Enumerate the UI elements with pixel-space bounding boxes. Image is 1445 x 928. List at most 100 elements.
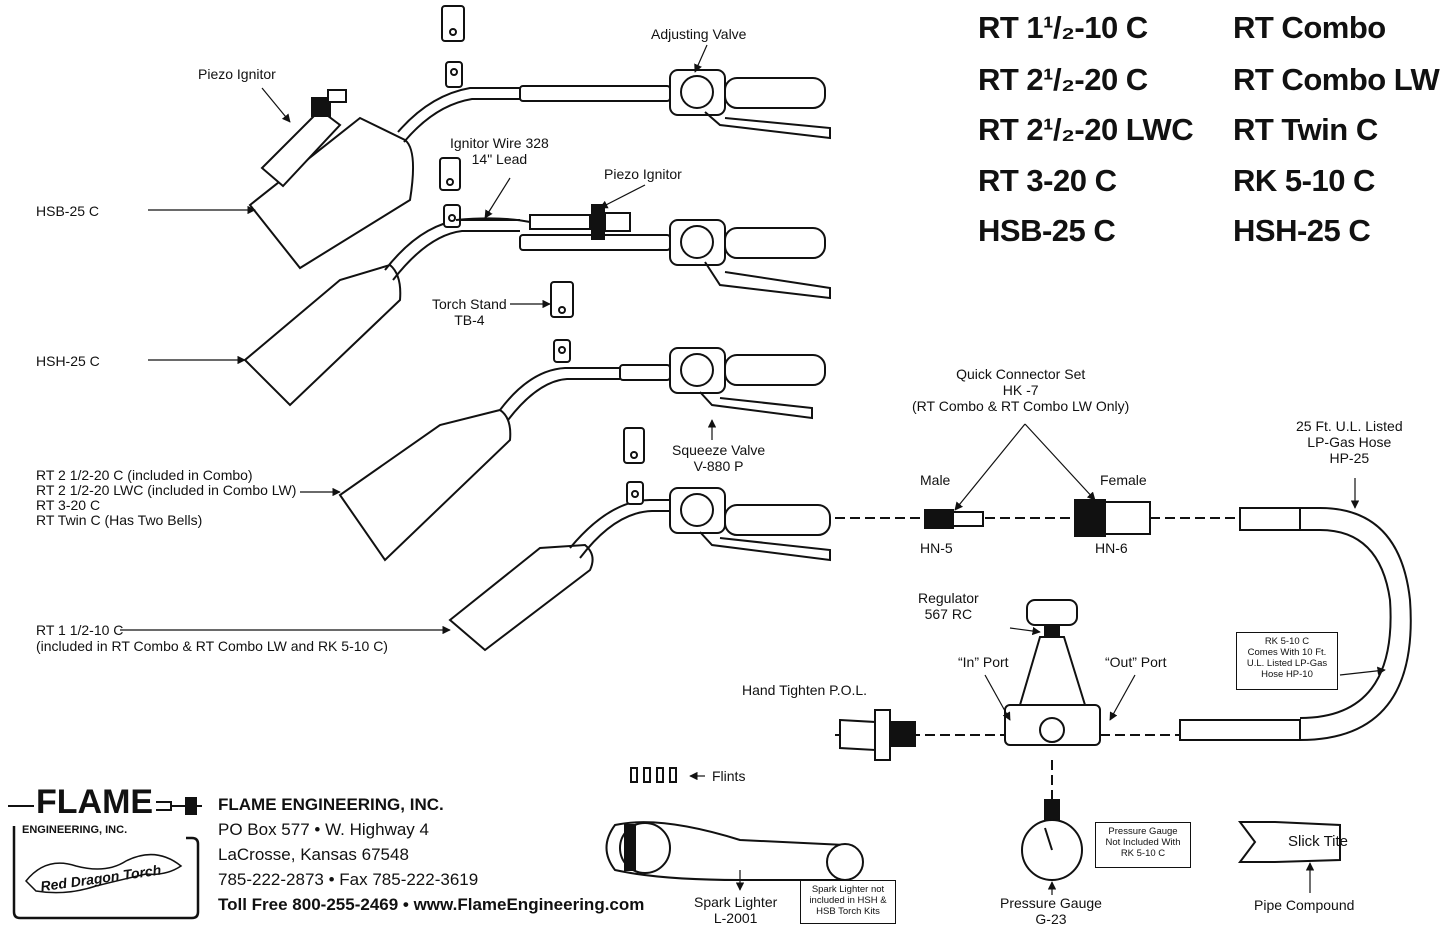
regulator-567rc: [1004, 599, 1101, 746]
company-info: FLAME ENGINEERING, INC. PO Box 577 • W. …: [218, 792, 644, 917]
label-spark-lighter-line1: Spark Lighter: [694, 894, 778, 910]
label-flints: Flints: [712, 768, 746, 784]
note-pressure-gauge: Pressure Gauge Not Included With RK 5-10…: [1095, 822, 1191, 868]
squeeze-lever-hsb: [704, 111, 831, 140]
label-lp-gas-hose: 25 Ft. U.L. Listed LP-Gas Hose HP-25: [1296, 418, 1403, 466]
model-rt-combo: RT Combo: [1233, 10, 1386, 45]
label-hn6: HN-6: [1095, 540, 1128, 556]
company-address-1: PO Box 577 • W. Highway 4: [218, 820, 429, 839]
label-rt-group-line1: RT 2 1/2-20 C (included in Combo): [36, 467, 253, 483]
label-hose-line2: LP-Gas Hose: [1307, 434, 1392, 450]
valve-dial-hsb: [680, 75, 714, 109]
model-rt-twin-c: RT Twin C: [1233, 112, 1378, 147]
label-qc-line2: HK -7: [1002, 382, 1039, 398]
label-squeeze-valve: Squeeze Valve V-880 P: [672, 442, 765, 474]
model-rk-5-10c: RK 5-10 C: [1233, 163, 1375, 198]
pipe-compound-tube: [1238, 821, 1341, 863]
squeeze-lever-rt: [699, 391, 813, 420]
torch-bell-hsh: [243, 263, 402, 407]
note-rk-hose-line1: RK 5-10 C: [1264, 636, 1310, 647]
label-squeeze-valve-line2: V-880 P: [693, 458, 744, 474]
valve-dial-rt: [680, 353, 714, 387]
flame-engineering-logo: FLAME ENGINEERING, INC. Red Dragon Torch: [6, 783, 202, 920]
pressure-gauge-g23: [1021, 799, 1083, 881]
torch-neck-hsb: [397, 87, 520, 143]
label-torch-stand-line1: Torch Stand: [432, 296, 507, 312]
torch-neck-rt: [499, 367, 620, 421]
pol-fitting: [839, 709, 916, 761]
note-spark-line1: Spark Lighter not: [811, 884, 885, 895]
squeeze-lever-hsh: [704, 261, 831, 300]
label-ignitor-wire: Ignitor Wire 328 14" Lead: [450, 135, 549, 167]
handle-grip-rt: [724, 354, 826, 386]
flints-icon: [630, 767, 677, 783]
label-hn5: HN-5: [920, 540, 953, 556]
spark-lighter-l2001: [605, 821, 864, 881]
label-pressure-gauge-line2: G-23: [1035, 911, 1067, 927]
torch-neck-hsh: [384, 219, 520, 281]
label-hsh-25c: HSH-25 C: [36, 353, 100, 369]
torch-tube-hsb: [519, 85, 671, 102]
torch-stand-stub-rt: [553, 339, 571, 363]
company-address-2: LaCrosse, Kansas 67548: [218, 845, 409, 864]
label-ignitor-wire-line1: Ignitor Wire 328: [450, 135, 549, 151]
male-connector-hn5: [924, 509, 984, 529]
torch-bell-rt: [338, 408, 512, 562]
note-rk-hose-line4: Hose HP-10: [1261, 669, 1313, 680]
label-rt-group-line4: RT Twin C (Has Two Bells): [36, 512, 203, 528]
label-in-port: “In” Port: [958, 654, 1009, 670]
label-rt-group: RT 2 1/2-20 C (included in Combo) RT 2 1…: [36, 468, 296, 528]
torch-stand-hsb: [441, 5, 465, 42]
squeeze-lever-rt15: [699, 531, 831, 562]
lp-gas-hose: [1179, 507, 1412, 741]
label-slick-tite: Slick Tite: [1288, 833, 1349, 850]
model-rt-3-20c: RT 3-20 C: [978, 163, 1117, 198]
model-rt-1-5-10c: RT 1¹/₂-10 C: [978, 10, 1148, 45]
torch-bell-rt15: [448, 543, 594, 652]
note-spark-line3: HSB Torch Kits: [816, 906, 880, 917]
valve-dial-rt15: [680, 493, 714, 527]
label-pressure-gauge-line1: Pressure Gauge: [1000, 895, 1102, 911]
label-spark-lighter: Spark Lighter L-2001: [694, 894, 777, 926]
label-torch-stand: Torch Stand TB-4: [432, 296, 507, 328]
label-regulator-line1: Regulator: [918, 590, 979, 606]
label-qc-line1: Quick Connector Set: [956, 366, 1086, 382]
model-rt-2-5-20c: RT 2¹/₂-20 C: [978, 62, 1148, 97]
logo-word: FLAME: [36, 783, 154, 821]
torch-hsh-25c: [243, 157, 831, 407]
label-pressure-gauge: Pressure Gauge G-23: [1000, 895, 1102, 927]
note-rk-hose-line3: U.L. Listed LP-Gas: [1246, 658, 1328, 669]
handle-grip-hsb: [724, 77, 826, 109]
leader-arrows: [120, 44, 1386, 895]
label-hose-line3: HP-25: [1329, 450, 1370, 466]
company-tollfree: Toll Free 800-255-2469 • www.FlameEngine…: [218, 895, 645, 914]
label-regulator: Regulator 567 RC: [918, 590, 979, 622]
female-connector-hn6: [1074, 499, 1151, 537]
piezo-ignitor-hsb: [260, 89, 347, 188]
label-rt-1-5-line2: (included in RT Combo & RT Combo LW and …: [36, 638, 388, 654]
logo-subtitle: ENGINEERING, INC.: [22, 824, 128, 836]
model-hsh-25c: HSH-25 C: [1233, 213, 1371, 248]
label-piezo-ignitor-1: Piezo Ignitor: [198, 66, 276, 82]
dragon-icon: [24, 853, 183, 894]
label-rt-group-line2: RT 2 1/2-20 LWC (included in Combo LW): [36, 482, 297, 498]
handle-grip-rt15: [724, 504, 831, 536]
label-pipe-compound: Pipe Compound: [1254, 897, 1355, 913]
note-gauge-line3: RK 5-10 C: [1120, 848, 1166, 859]
torch-hsb-25c: [248, 5, 831, 270]
label-squeeze-valve-line1: Squeeze Valve: [672, 442, 766, 458]
note-spark-line2: included in HSH &: [809, 895, 887, 906]
label-female: Female: [1100, 472, 1147, 488]
label-ignitor-wire-line2: 14" Lead: [471, 151, 528, 167]
label-adjusting-valve: Adjusting Valve: [651, 26, 747, 42]
label-rt-1-5-10c: RT 1 1/2-10 C (included in RT Combo & RT…: [36, 622, 388, 654]
label-male: Male: [920, 472, 951, 488]
torch-tube-rt: [619, 364, 671, 381]
torch-stand-rt15: [623, 427, 645, 464]
label-piezo-ignitor-2: Piezo Ignitor: [604, 166, 682, 182]
label-quick-connector: Quick Connector Set HK -7 (RT Combo & RT…: [912, 366, 1129, 414]
label-rt-group-line3: RT 3-20 C: [36, 497, 101, 513]
model-rt-combo-lw: RT Combo LW: [1233, 62, 1440, 97]
ignitor-wire: [455, 217, 531, 223]
torch-stand-stub-rt15: [626, 481, 644, 505]
